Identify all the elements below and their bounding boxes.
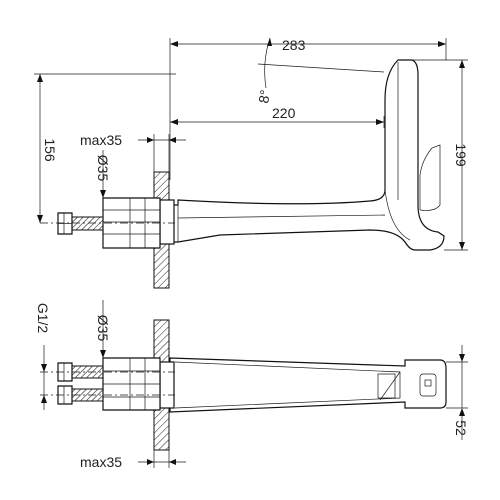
angle-label: 8° <box>255 89 273 105</box>
hose-thread-top <box>71 216 104 231</box>
dim-max35-bottom-label: max35 <box>80 454 122 470</box>
dim-g12-label: G1/2 <box>35 303 51 334</box>
body-center-line <box>177 214 386 219</box>
spout-body-side <box>169 59 445 251</box>
dim-dia35-top-label: Ø35 <box>95 155 111 182</box>
spout-inner-curve <box>384 189 411 241</box>
collar-flange-bottom <box>159 361 175 409</box>
dim-156-label: 156 <box>42 138 58 162</box>
dim-max35-top-label: max35 <box>80 132 122 148</box>
handle-knob <box>424 379 432 387</box>
hose-nut-a <box>57 362 73 382</box>
dim-220-label: 220 <box>272 105 296 121</box>
spout-outlet <box>377 373 396 399</box>
hose-nut-b <box>57 385 73 405</box>
angle-ref-line <box>257 63 385 73</box>
handle-plan <box>419 373 437 397</box>
spout-plan-inner <box>174 361 401 409</box>
dim-52-label: 52 <box>453 420 469 436</box>
collar-flange <box>159 199 175 245</box>
dim-283-label: 283 <box>282 37 306 53</box>
plan-view: G1/2 Ø35 52 max35 <box>35 300 469 470</box>
handle-lever <box>419 144 441 211</box>
dim-199-label: 199 <box>453 143 469 167</box>
spout-body-plan <box>169 357 447 413</box>
dim-dia35-bottom-label: Ø35 <box>95 315 111 342</box>
side-view: 283 220 8° 156 199 max35 Ø35 <box>34 37 469 289</box>
